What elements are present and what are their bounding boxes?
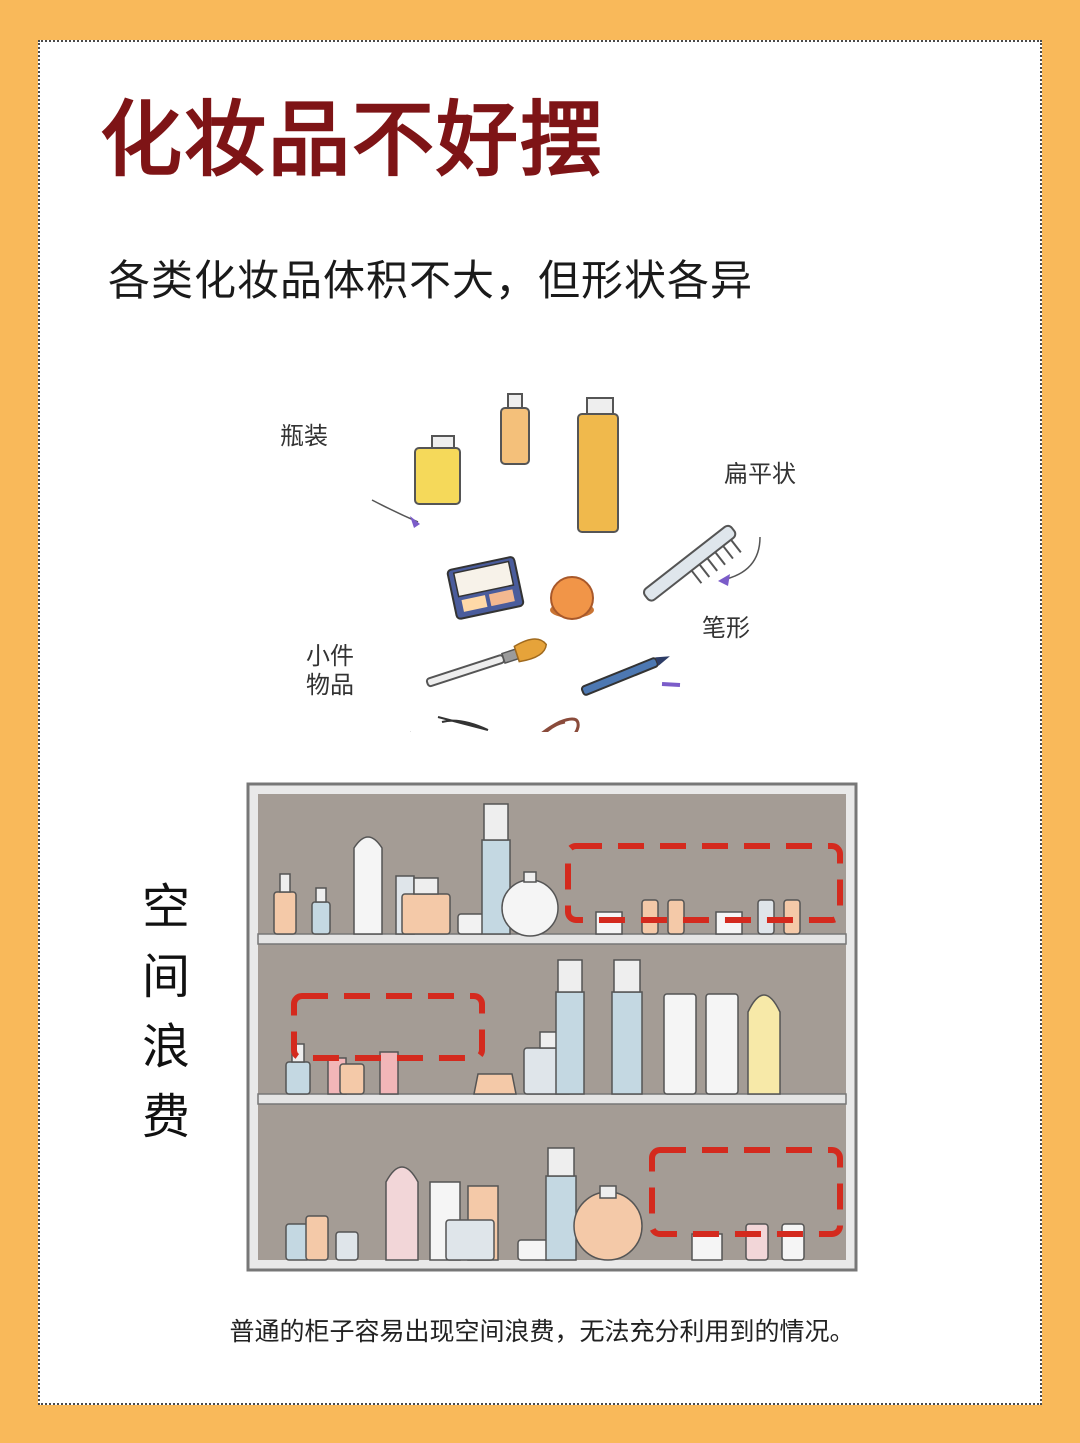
vertical-char: 浪 bbox=[141, 1019, 190, 1075]
page-subtitle: 各类化妆品体积不大，但形状各异 bbox=[108, 256, 754, 305]
vertical-char: 间 bbox=[141, 949, 190, 1005]
vertical-char: 空 bbox=[141, 879, 190, 935]
label-small-items: 小件 物品 bbox=[306, 642, 354, 700]
cosmetics-illustration bbox=[371, 393, 761, 732]
label-small-line1: 小件 bbox=[306, 642, 354, 670]
vertical-label: 空 间 浪 费 bbox=[136, 872, 196, 1152]
label-flat: 扁平状 bbox=[724, 460, 796, 488]
cabinet-illustration bbox=[246, 782, 858, 1272]
label-bottle: 瓶装 bbox=[280, 422, 328, 450]
label-small-line2: 物品 bbox=[306, 670, 354, 699]
caption: 普通的柜子容易出现空间浪费，无法充分利用到的情况。 bbox=[229, 1317, 855, 1346]
vertical-char: 费 bbox=[141, 1089, 190, 1145]
page-title: 化妆品不好摆 bbox=[100, 93, 605, 188]
label-pen: 笔形 bbox=[702, 614, 750, 642]
content-card: 化妆品不好摆 各类化妆品体积不大，但形状各异 bbox=[38, 40, 1042, 1405]
